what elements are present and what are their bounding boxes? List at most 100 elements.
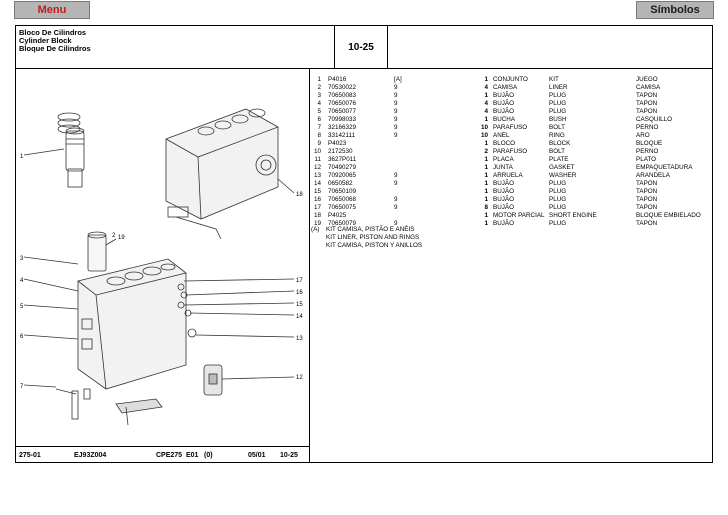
menu-button[interactable]: Menu xyxy=(14,1,90,19)
table-cell: P4023 xyxy=(328,140,347,147)
table-cell: 9 xyxy=(394,92,398,99)
table-cell: BUJÃO xyxy=(493,108,514,115)
table-cell: PLACA xyxy=(493,156,514,163)
table-cell: PLUG xyxy=(549,92,567,99)
table-cell: BLOCK xyxy=(549,140,571,147)
table-cell: GASKET xyxy=(549,164,575,171)
table-cell: CAMISA xyxy=(636,84,661,91)
table-cell: BUJÃO xyxy=(493,220,514,227)
table-cell: BOLT xyxy=(549,148,565,155)
table-cell: PLUG xyxy=(549,180,567,187)
table-cell: BUSH xyxy=(549,116,567,123)
table-cell: 7 xyxy=(317,124,321,131)
table-cell: 33142111 xyxy=(328,132,356,139)
title-portuguese: Bloco De Cilindros xyxy=(19,28,87,37)
page-number: 10-25 xyxy=(348,42,374,53)
table-cell: 4 xyxy=(484,108,488,115)
symbols-button[interactable]: Símbolos xyxy=(636,1,714,19)
footer-code-6: 05/01 xyxy=(248,452,266,459)
callout-1: 1 xyxy=(20,154,24,160)
table-cell: 2172530 xyxy=(328,148,353,155)
table-cell: 70998033 xyxy=(328,116,357,123)
table-cell: PLATO xyxy=(636,156,657,163)
footer-code-3: CPE275 xyxy=(156,452,183,459)
vertical-divider xyxy=(309,69,310,463)
table-cell: 5 xyxy=(317,108,321,115)
table-cell: 1 xyxy=(484,116,488,123)
table-cell: TAPON xyxy=(636,100,658,107)
table-cell: 16 xyxy=(313,196,321,203)
table-cell: 19 xyxy=(313,220,321,227)
table-cell: BUJÃO xyxy=(493,188,514,195)
callout-7: 7 xyxy=(20,384,24,390)
exploded-diagram: 1 2 3 4 5 6 7 8 9 10 11 12 13 14 15 16 1… xyxy=(20,108,303,426)
table-cell: TAPON xyxy=(636,196,658,203)
table-cell: 9 xyxy=(394,100,398,107)
table-cell: BUJÃO xyxy=(493,204,514,211)
table-cell: BOLT xyxy=(549,124,565,131)
short-engine-drawing xyxy=(165,108,279,240)
table-cell: P4025 xyxy=(328,212,347,219)
table-cell: 12 xyxy=(313,164,321,171)
callout-12: 12 xyxy=(296,375,303,381)
title-english: Cylinder Block xyxy=(19,36,72,45)
table-cell: 9 xyxy=(394,180,398,187)
liner-drawing xyxy=(87,231,107,272)
table-cell: KIT xyxy=(549,76,559,83)
sheet-footer: 275-01 EJ93Z004 CPE275 E01 (0) 05/01 10-… xyxy=(16,446,309,464)
table-cell: CONJUNTO xyxy=(493,76,528,83)
table-cell: 1 xyxy=(484,76,488,83)
callout-15: 15 xyxy=(296,302,303,308)
table-cell: RING xyxy=(549,132,565,139)
gasket-drawing xyxy=(203,364,223,396)
table-cell: 1 xyxy=(484,140,488,147)
table-cell: BLOQUE EMBIELADO xyxy=(636,212,701,219)
table-cell: PLATE xyxy=(549,156,569,163)
table-cell: 9 xyxy=(394,116,398,123)
footer-code-4: E01 xyxy=(186,452,199,459)
table-cell: P4016 xyxy=(328,76,347,83)
callout-17: 17 xyxy=(296,278,303,284)
table-cell: TAPON xyxy=(636,180,658,187)
footer-page: 10-25 xyxy=(280,452,298,459)
table-cell: EMPAQUETADURA xyxy=(636,164,693,171)
table-cell: BUJÃO xyxy=(493,196,514,203)
callout-14: 14 xyxy=(296,314,303,320)
title-spanish: Bloque De Cilindros xyxy=(19,44,91,53)
table-cell: 0650582 xyxy=(328,180,353,187)
table-cell: BUJÃO xyxy=(493,92,514,99)
table-cell: LINER xyxy=(549,84,568,91)
table-cell: CAMISA xyxy=(493,84,518,91)
table-cell: PLUG xyxy=(549,196,567,203)
table-cell: 17 xyxy=(313,204,321,211)
table-cell: 15 xyxy=(313,188,321,195)
table-cell: JUEGO xyxy=(636,76,658,83)
table-cell: 70920065 xyxy=(328,172,357,179)
table-cell: WASHER xyxy=(549,172,577,179)
table-cell: 70650075 xyxy=(328,204,357,211)
footer-code-5: (0) xyxy=(204,452,213,459)
table-cell: CASQUILLO xyxy=(636,116,673,123)
table-cell: 13 xyxy=(313,172,321,179)
table-cell: 1 xyxy=(484,172,488,179)
table-cell: 70650077 xyxy=(328,108,357,115)
table-cell: TAPON xyxy=(636,204,658,211)
table-cell: 1 xyxy=(484,196,488,203)
table-cell: 1 xyxy=(484,220,488,227)
table-cell: PLUG xyxy=(549,220,567,227)
table-cell: 3 xyxy=(317,92,321,99)
page-number-box: 10-25 xyxy=(334,26,388,68)
table-cell: 9 xyxy=(394,84,398,91)
top-toolbar: Menu Símbolos xyxy=(14,1,714,19)
table-cell: 11 xyxy=(314,156,321,163)
table-cell: 10 xyxy=(480,132,488,139)
sheet-header: Bloco De Cilindros Cylinder Block Bloque… xyxy=(16,26,712,69)
